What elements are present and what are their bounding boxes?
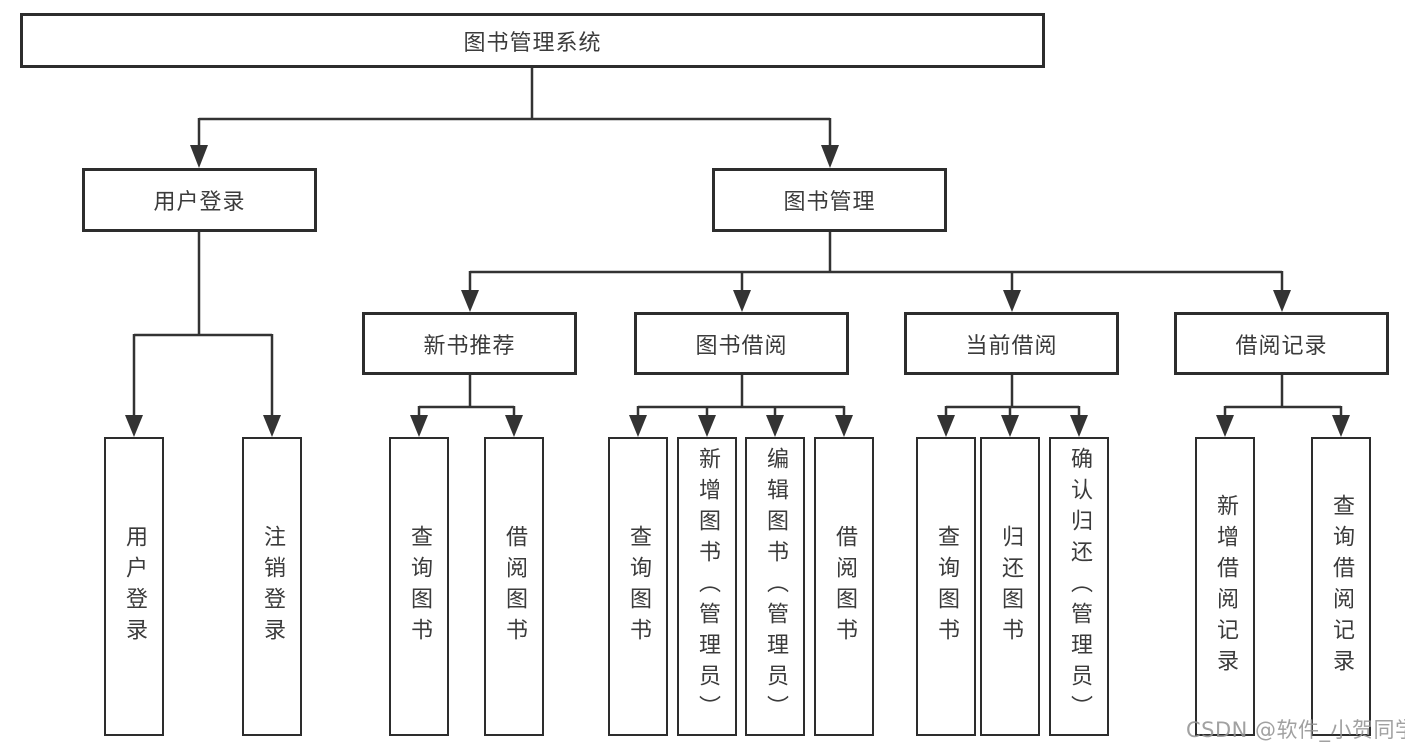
leaf-logout: 注销登录 bbox=[242, 437, 302, 736]
leaf-logout-label: 注销登录 bbox=[260, 524, 285, 649]
arrowhead bbox=[1070, 415, 1088, 437]
leaf-query-borrow-record: 查询借阅记录 bbox=[1311, 437, 1371, 736]
node-new-book-recommendation: 新书推荐 bbox=[362, 312, 577, 375]
arrowhead bbox=[1216, 415, 1234, 437]
leaf-return-books-label: 归还图书 bbox=[998, 524, 1023, 649]
arrowhead bbox=[937, 415, 955, 437]
arrowhead bbox=[629, 415, 647, 437]
leaf-borrow-books-2-label: 借阅图书 bbox=[832, 524, 857, 649]
arrowhead bbox=[505, 415, 523, 437]
node-borrowing-records-label: 借阅记录 bbox=[1235, 333, 1328, 359]
leaf-add-borrow-record: 新增借阅记录 bbox=[1195, 437, 1255, 736]
leaf-borrow-books-1-label: 借阅图书 bbox=[502, 524, 527, 649]
arrowhead bbox=[1001, 415, 1019, 437]
csdn-watermark: CSDN @软件_小贺同学 bbox=[1186, 718, 1405, 742]
leaf-add-books-admin: 新增图书（管理员） bbox=[677, 437, 737, 736]
leaf-confirm-return-admin: 确认归还（管理员） bbox=[1049, 437, 1109, 736]
node-user-login: 用户登录 bbox=[82, 168, 317, 232]
node-root-label: 图书管理系统 bbox=[463, 30, 602, 56]
arrowhead bbox=[698, 415, 716, 437]
leaf-borrow-books-2: 借阅图书 bbox=[814, 437, 874, 736]
leaf-query-books-2: 查询图书 bbox=[608, 437, 668, 736]
leaf-add-borrow-record-label: 新增借阅记录 bbox=[1213, 493, 1238, 680]
node-borrowing-records: 借阅记录 bbox=[1174, 312, 1389, 375]
leaf-query-books-1: 查询图书 bbox=[389, 437, 449, 736]
leaf-edit-books-admin: 编辑图书（管理员） bbox=[745, 437, 805, 736]
node-book-borrowing: 图书借阅 bbox=[634, 312, 849, 375]
leaf-query-books-2-label: 查询图书 bbox=[626, 524, 651, 649]
leaf-confirm-return-admin-label: 确认归还（管理员） bbox=[1067, 447, 1092, 726]
leaf-user-login-label: 用户登录 bbox=[122, 524, 147, 649]
connector-root-to-level2 bbox=[197, 68, 832, 147]
arrowhead bbox=[835, 415, 853, 437]
leaf-query-borrow-record-label: 查询借阅记录 bbox=[1329, 493, 1354, 680]
node-root: 图书管理系统 bbox=[20, 13, 1045, 68]
leaf-edit-books-admin-label: 编辑图书（管理员） bbox=[763, 447, 788, 726]
arrowhead bbox=[766, 415, 784, 437]
arrowhead bbox=[1273, 290, 1291, 312]
arrowhead bbox=[263, 415, 281, 437]
connector-current-borrow-to-leaves bbox=[944, 375, 1081, 417]
connector-book-management-to-modules bbox=[468, 232, 1284, 292]
arrowhead bbox=[1332, 415, 1350, 437]
arrowhead bbox=[410, 415, 428, 437]
leaf-user-login: 用户登录 bbox=[104, 437, 164, 736]
leaf-add-books-admin-label: 新增图书（管理员） bbox=[695, 447, 720, 726]
leaf-query-books-3: 查询图书 bbox=[916, 437, 976, 736]
node-user-login-label: 用户登录 bbox=[153, 190, 246, 215]
node-book-management: 图书管理 bbox=[712, 168, 947, 232]
leaf-query-books-3-label: 查询图书 bbox=[934, 524, 959, 649]
arrowhead bbox=[1003, 290, 1021, 312]
arrowhead bbox=[461, 290, 479, 312]
leaf-return-books: 归还图书 bbox=[980, 437, 1040, 736]
node-book-management-label: 图书管理 bbox=[783, 190, 876, 215]
node-book-borrowing-label: 图书借阅 bbox=[695, 333, 788, 359]
arrowhead bbox=[190, 145, 208, 168]
node-current-borrowing: 当前借阅 bbox=[904, 312, 1119, 375]
connector-user-login-to-leaves bbox=[132, 232, 274, 417]
arrowhead bbox=[125, 415, 143, 437]
leaf-query-books-1-label: 查询图书 bbox=[407, 524, 432, 649]
node-new-book-recommendation-label: 新书推荐 bbox=[423, 333, 516, 359]
leaf-borrow-books-1: 借阅图书 bbox=[484, 437, 544, 736]
node-current-borrowing-label: 当前借阅 bbox=[965, 333, 1058, 359]
connector-book-borrow-to-leaves bbox=[636, 375, 846, 417]
connector-borrow-records-to-leaves bbox=[1223, 375, 1343, 417]
connector-new-book-to-leaves bbox=[417, 375, 516, 417]
arrowhead bbox=[821, 145, 839, 168]
arrowhead bbox=[733, 290, 751, 312]
